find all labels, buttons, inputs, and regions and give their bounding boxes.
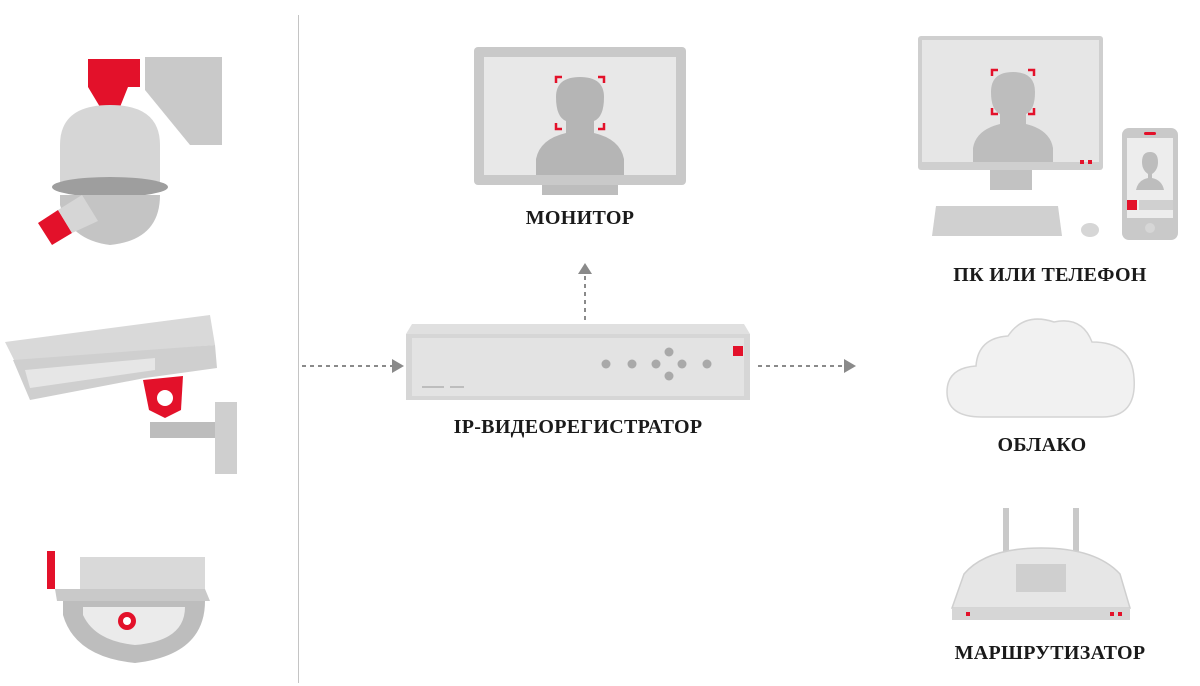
router-label: МАРШРУТИЗАТОР xyxy=(954,642,1146,664)
router-icon xyxy=(950,508,1132,620)
monitor-icon xyxy=(474,47,686,195)
dome-camera-icon xyxy=(47,551,210,663)
monitor-label: МОНИТОР xyxy=(525,207,635,229)
arrow-from-nvr xyxy=(758,359,856,373)
arrow-to-nvr xyxy=(302,359,404,373)
pc-icon xyxy=(918,36,1103,237)
nvr-icon xyxy=(406,324,750,400)
ptz-dome-camera-icon xyxy=(38,57,222,245)
divider-line xyxy=(298,15,299,683)
arrow-up xyxy=(578,263,592,320)
nvr-label: IP-ВИДЕОРЕГИСТРАТОР xyxy=(453,416,703,438)
pc-phone-label: ПК ИЛИ ТЕЛЕФОН xyxy=(953,264,1147,286)
phone-icon xyxy=(1122,128,1178,240)
bullet-camera-icon xyxy=(5,315,237,474)
cloud-label: ОБЛАКО xyxy=(997,434,1087,456)
cloud-icon xyxy=(946,318,1135,418)
